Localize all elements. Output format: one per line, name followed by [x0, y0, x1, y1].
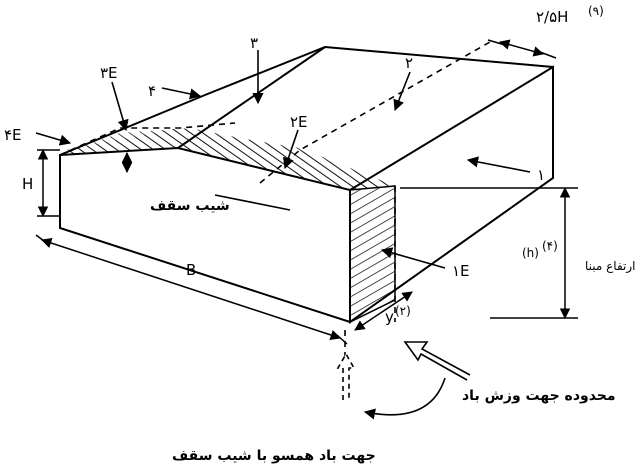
label-2e: ۲E: [290, 113, 308, 131]
text-labels: ۲/۵H (۹) ۳ ۲ ۳E ۲E ۴ ۴E ۱ ۱E H B شیب سقف…: [4, 4, 636, 464]
leader-2: [393, 71, 411, 112]
label-3e: ۳E: [100, 64, 118, 82]
label-3: ۳: [250, 34, 258, 52]
b-dim-line: [41, 237, 341, 341]
2-5h-ext-a: [487, 39, 506, 46]
label-roof-slope: شیب سقف: [150, 198, 230, 214]
dimensions: [35, 39, 578, 345]
label-b: B: [186, 261, 196, 279]
leader-roof-slope: [214, 194, 291, 211]
label-h-small: (h): [522, 246, 539, 260]
label-wind-parallel: جهت باد همسو با شیب سقف: [172, 448, 376, 464]
label-4: ۴: [148, 82, 156, 100]
label-4e: ۴E: [4, 126, 22, 144]
leader-1: [466, 156, 531, 173]
leader-2e: [282, 129, 299, 170]
leader-arrows: [35, 50, 531, 269]
b-tick-right: [336, 334, 348, 345]
leader-1e: [380, 247, 446, 269]
label-base-height: ارتفاع مبنا: [585, 259, 636, 274]
label-2-5h: ۲/۵H: [536, 8, 568, 26]
label-y-note: (۲): [395, 304, 411, 318]
label-1: ۱: [537, 166, 545, 184]
label-2-5h-note: (۹): [588, 4, 604, 18]
roof-eave-far: [59, 45, 554, 156]
label-h-small-note: (۴): [542, 239, 558, 253]
leader-4: [161, 87, 202, 100]
hatched-roof-zone-2: [60, 128, 395, 190]
2-5h-dim-line: [498, 39, 545, 57]
y-dim-line: [354, 291, 413, 331]
label-2: ۲: [405, 54, 413, 72]
2-5h-ext-b: [539, 51, 557, 59]
label-wind-range: محدوده جهت وزش باد: [462, 388, 616, 404]
hatched-wall-zone: [349, 185, 396, 324]
leader-3e: [111, 81, 129, 132]
wind-range-arrow: [403, 341, 471, 381]
building-outline: [59, 45, 554, 324]
b-tick-left: [35, 234, 49, 245]
wind-arrows: [336, 341, 471, 420]
label-y: y: [385, 308, 394, 326]
label-1e: ۱E: [452, 262, 470, 280]
wind-parallel-arrow: [336, 352, 356, 400]
wind-range-curve-arrow: [363, 377, 446, 420]
label-h: H: [22, 175, 33, 193]
leader-4e: [35, 132, 72, 146]
